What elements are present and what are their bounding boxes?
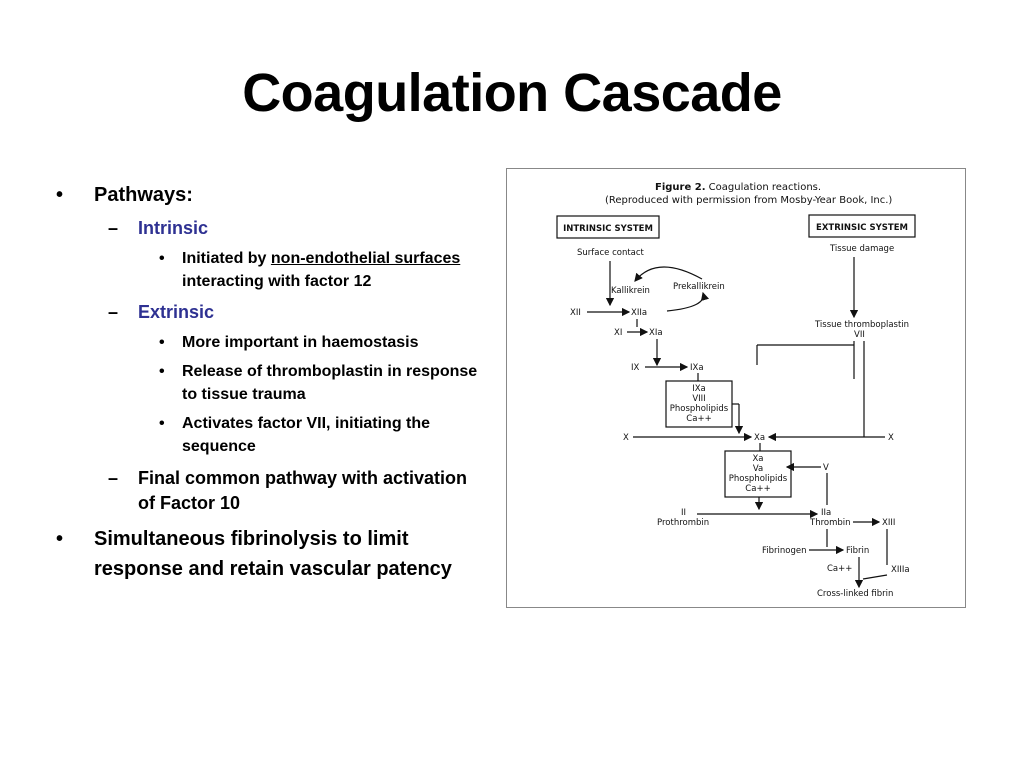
bullet-intrinsic-item: • Initiated by non-endothelial surfaces …	[56, 247, 486, 293]
iia-label: IIa	[821, 508, 831, 518]
box1-line4: Ca++	[686, 414, 711, 424]
bullet-common-pathway: – Final common pathway with activation o…	[56, 466, 486, 516]
bullet-extrinsic-item-2: • Release of thromboplastin in response …	[56, 360, 486, 406]
xa-label: Xa	[754, 433, 765, 443]
bullet-dot: •	[56, 528, 64, 550]
prekallikrein-label: Prekallikrein	[673, 282, 725, 292]
ixa-label: IXa	[690, 363, 704, 373]
extrinsic-item-2-text: Release of thromboplastin in response to…	[182, 363, 478, 403]
tissue-thromboplastin-label: Tissue thromboplastin	[814, 320, 909, 330]
kallikrein-label: Kallikrein	[611, 286, 650, 296]
fibrin-label: Fibrin	[846, 546, 869, 556]
bullet-intrinsic: – Intrinsic	[56, 216, 486, 241]
figure-caption: Figure 2. Coagulation reactions.	[655, 182, 821, 193]
bullet-extrinsic-item-3: • Activates factor VII, initiating the s…	[56, 412, 486, 458]
xa-complex-box	[724, 450, 792, 498]
bullet-dash: –	[108, 302, 119, 322]
vii-label: VII	[854, 330, 865, 340]
extrinsic-system-box	[808, 214, 916, 238]
bullet-dash: –	[108, 218, 119, 238]
intrinsic-item-a: Initiated by	[182, 250, 271, 267]
xiii-label: XIII	[882, 518, 895, 528]
bullet-dash: –	[108, 468, 119, 488]
bullet-dot-small: •	[159, 334, 165, 351]
figure-caption-line2: (Reproduced with permission from Mosby-Y…	[605, 195, 892, 206]
box2-line1: Xa	[752, 454, 763, 464]
coagulation-figure: Figure 2. Coagulation reactions. (Reprod…	[506, 168, 966, 608]
line-xiiia-join	[862, 574, 888, 580]
bullet-dot: •	[56, 184, 64, 206]
xi-label: XI	[614, 328, 622, 338]
bullet-extrinsic-label: Extrinsic	[138, 302, 215, 322]
bullet-extrinsic-item-1: • More important in haemostasis	[56, 331, 486, 354]
extrinsic-system-label: EXTRINSIC SYSTEM	[816, 223, 908, 233]
bullet-fibrinolysis-text: Simultaneous fibrinolysis to limit respo…	[94, 528, 452, 580]
bullet-extrinsic: – Extrinsic	[56, 300, 486, 325]
box1-line2: VIII	[692, 394, 705, 404]
bullet-dot-small: •	[159, 250, 165, 267]
xii-label: XII	[570, 308, 581, 318]
xiiia-label: XIIIa	[891, 565, 910, 575]
ix-label: IX	[631, 363, 640, 373]
intrinsic-system-box	[556, 215, 660, 239]
arrow-xiia-to-prekallikrein	[666, 291, 710, 312]
thrombin-label: Thrombin	[809, 518, 851, 528]
bullet-list: • Pathways: – Intrinsic • Initiated by n…	[56, 180, 486, 584]
bullet-intrinsic-label: Intrinsic	[138, 218, 209, 238]
crosslinked-fibrin-label: Cross-linked fibrin	[817, 589, 893, 599]
box2-line2: Va	[753, 464, 763, 474]
bullet-dot-small: •	[159, 415, 165, 432]
box2-line4: Ca++	[745, 484, 770, 494]
xiia-label: XIIa	[631, 308, 647, 318]
ii-label: II	[681, 508, 686, 518]
fibrinogen-label: Fibrinogen	[762, 546, 806, 556]
extrinsic-item-1-text: More important in haemostasis	[182, 334, 419, 351]
surface-contact-label: Surface contact	[577, 248, 645, 258]
v-label: V	[823, 463, 829, 473]
intrinsic-system-label: INTRINSIC SYSTEM	[563, 224, 653, 234]
box1-line1: IXa	[692, 384, 706, 394]
bullet-pathways-text: Pathways:	[94, 184, 193, 206]
bullet-dot-small: •	[159, 363, 165, 380]
x-left-label: X	[623, 433, 629, 443]
ca-label: Ca++	[827, 564, 852, 574]
xia-label: XIa	[649, 328, 663, 338]
prothrombin-label: Prothrombin	[657, 518, 709, 528]
box2-line3: Phospholipids	[729, 474, 788, 484]
bullet-fibrinolysis: • Simultaneous fibrinolysis to limit res…	[56, 524, 486, 584]
bullet-pathways: • Pathways:	[56, 180, 486, 210]
bullet-common-text: Final common pathway with activation of …	[138, 468, 468, 513]
intrinsic-item-b: interacting with factor 12	[182, 273, 372, 290]
x-right-label: X	[888, 433, 894, 443]
coagulation-diagram: Figure 2. Coagulation reactions. (Reprod…	[556, 182, 916, 599]
slide-title: Coagulation Cascade	[242, 63, 782, 123]
box1-line3: Phospholipids	[670, 404, 729, 414]
non-endothelial-surfaces: non-endothelial surfaces	[270, 250, 461, 267]
arrow-prekallikrein-to-kallikrein	[634, 266, 703, 282]
extrinsic-item-3-text: Activates factor VII, initiating the seq…	[182, 415, 431, 455]
tissue-damage-label: Tissue damage	[829, 244, 894, 254]
